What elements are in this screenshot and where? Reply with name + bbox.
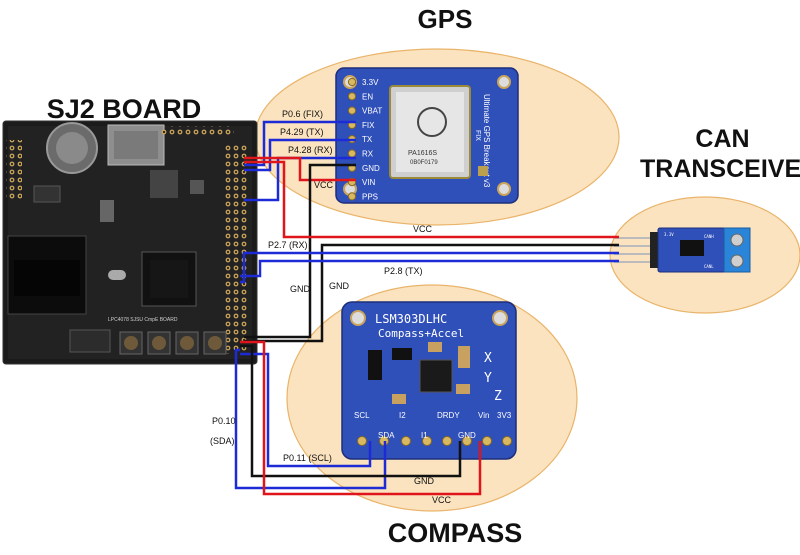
wire-can-tx: [240, 259, 619, 278]
gps-title: GPS: [417, 4, 473, 34]
compass-pin-pad: [482, 436, 492, 446]
can-module: 3.3V CANH CANL: [614, 227, 751, 273]
wire-scl: [240, 352, 372, 468]
label-rx: P4.28 (RX): [288, 145, 333, 155]
sj2-silk: LPC4078 SJSU CmpE BOARD: [108, 317, 178, 323]
gps-chip-line2: 0B0F0179: [410, 160, 438, 166]
gps-pin-pad: [347, 106, 357, 115]
label-gnd-left: GND: [290, 284, 311, 294]
gps-pin-label: 3.3V: [362, 78, 379, 87]
gps-pin-pad: [347, 149, 357, 158]
label-compass-gnd: GND: [414, 476, 435, 486]
gps-pin-label: VBAT: [362, 107, 382, 116]
compass-pin-pad: [422, 436, 432, 446]
wire-compass-vcc: [240, 340, 482, 496]
label-sda-2: (SDA): [210, 436, 235, 446]
gps-pin-label: VIN: [362, 178, 376, 187]
label-can-vcc: VCC: [413, 224, 433, 234]
compass-axis-y: Y: [484, 371, 492, 386]
compass-pin-label: 3V3: [497, 411, 512, 420]
gps-module: PA1616S 0B0F0179 Ultimate GPS Breakout v…: [335, 67, 519, 204]
wire-gps-vcc: [244, 156, 356, 182]
compass-title-line1: LSM303DLHC: [375, 312, 447, 326]
label-can-tx: P2.8 (TX): [384, 266, 423, 276]
wire-compass-gnd: [240, 344, 462, 478]
gps-pin-label: FIX: [362, 121, 375, 130]
compass-pin-pad: [502, 436, 512, 446]
gps-pin-pad: [347, 77, 357, 87]
compass-pin-label: SDA: [378, 431, 395, 440]
can-terminal-canh: CANH: [704, 234, 714, 239]
compass-axis-x: X: [484, 351, 492, 366]
compass-title: COMPASS: [387, 518, 523, 548]
can-pin-3v3: 3.3V: [664, 232, 674, 237]
compass-module: LSM303DLHC Compass+Accel X Y Z SCL SDA I2I…: [341, 301, 517, 460]
gps-pin-label: RX: [362, 150, 374, 159]
label-scl: P0.11 (SCL): [283, 453, 332, 463]
wire-can-rx: [240, 251, 619, 284]
gps-pin-label: TX: [362, 135, 373, 144]
wire-can-gnd: [244, 243, 619, 343]
wires: [234, 120, 619, 496]
label-gnd-right: GND: [329, 281, 350, 291]
compass-pin-label: GND: [458, 431, 476, 440]
compass-axis-z: Z: [494, 389, 502, 404]
label-fix: P0.6 (FIX): [282, 109, 323, 119]
compass-pin-pad: [462, 436, 472, 446]
compass-pin-pad: [357, 436, 367, 446]
can-terminal-canl: CANL: [704, 264, 714, 269]
compass-pin-pad: [401, 436, 411, 446]
compass-pin-label: Vin: [478, 411, 489, 420]
wire-sda: [234, 348, 387, 490]
sj2-board-title: SJ2 BOARD: [46, 94, 202, 124]
gps-fix-label: FIX: [474, 130, 481, 141]
wire-tx: [244, 138, 356, 172]
compass-pin-label: DRDY: [437, 411, 460, 420]
gps-pin-label: GND: [362, 164, 380, 173]
compass-pin-label: I1: [421, 431, 428, 440]
sj2-board: LPC4078 SJSU CmpE BOARD: [2, 120, 258, 365]
wire-rx: [244, 156, 356, 202]
label-can-rx: P2.7 (RX): [268, 240, 308, 250]
gps-pin-label: PPS: [362, 192, 378, 201]
compass-title-line2: Compass+Accel: [378, 327, 464, 340]
can-title-line2: TRANSCEIVER: [640, 155, 800, 183]
wire-can-vcc: [244, 160, 619, 239]
gps-pin-label: EN: [362, 92, 373, 101]
gps-pin-pad: [347, 192, 357, 201]
label-compass-vcc: VCC: [432, 495, 452, 505]
gps-side-label: Ultimate GPS Breakout v3: [482, 94, 491, 188]
label-tx: P4.29 (TX): [280, 127, 324, 137]
can-title-line1: CAN: [695, 125, 750, 153]
compass-pin-label: I2: [399, 411, 406, 420]
wire-gps-gnd: [244, 163, 356, 339]
label-sda-1: P0.10: [212, 416, 236, 426]
gps-pin-pad: [347, 92, 357, 101]
can-transceiver-title: CAN TRANSCEIVER: [640, 124, 800, 184]
gps-chip-line1: PA1616S: [408, 150, 437, 157]
compass-pin-label: SCL: [354, 411, 370, 420]
label-gps-vcc: VCC: [314, 180, 334, 190]
wire-fix: [244, 120, 356, 167]
compass-pin-pad: [442, 436, 452, 446]
